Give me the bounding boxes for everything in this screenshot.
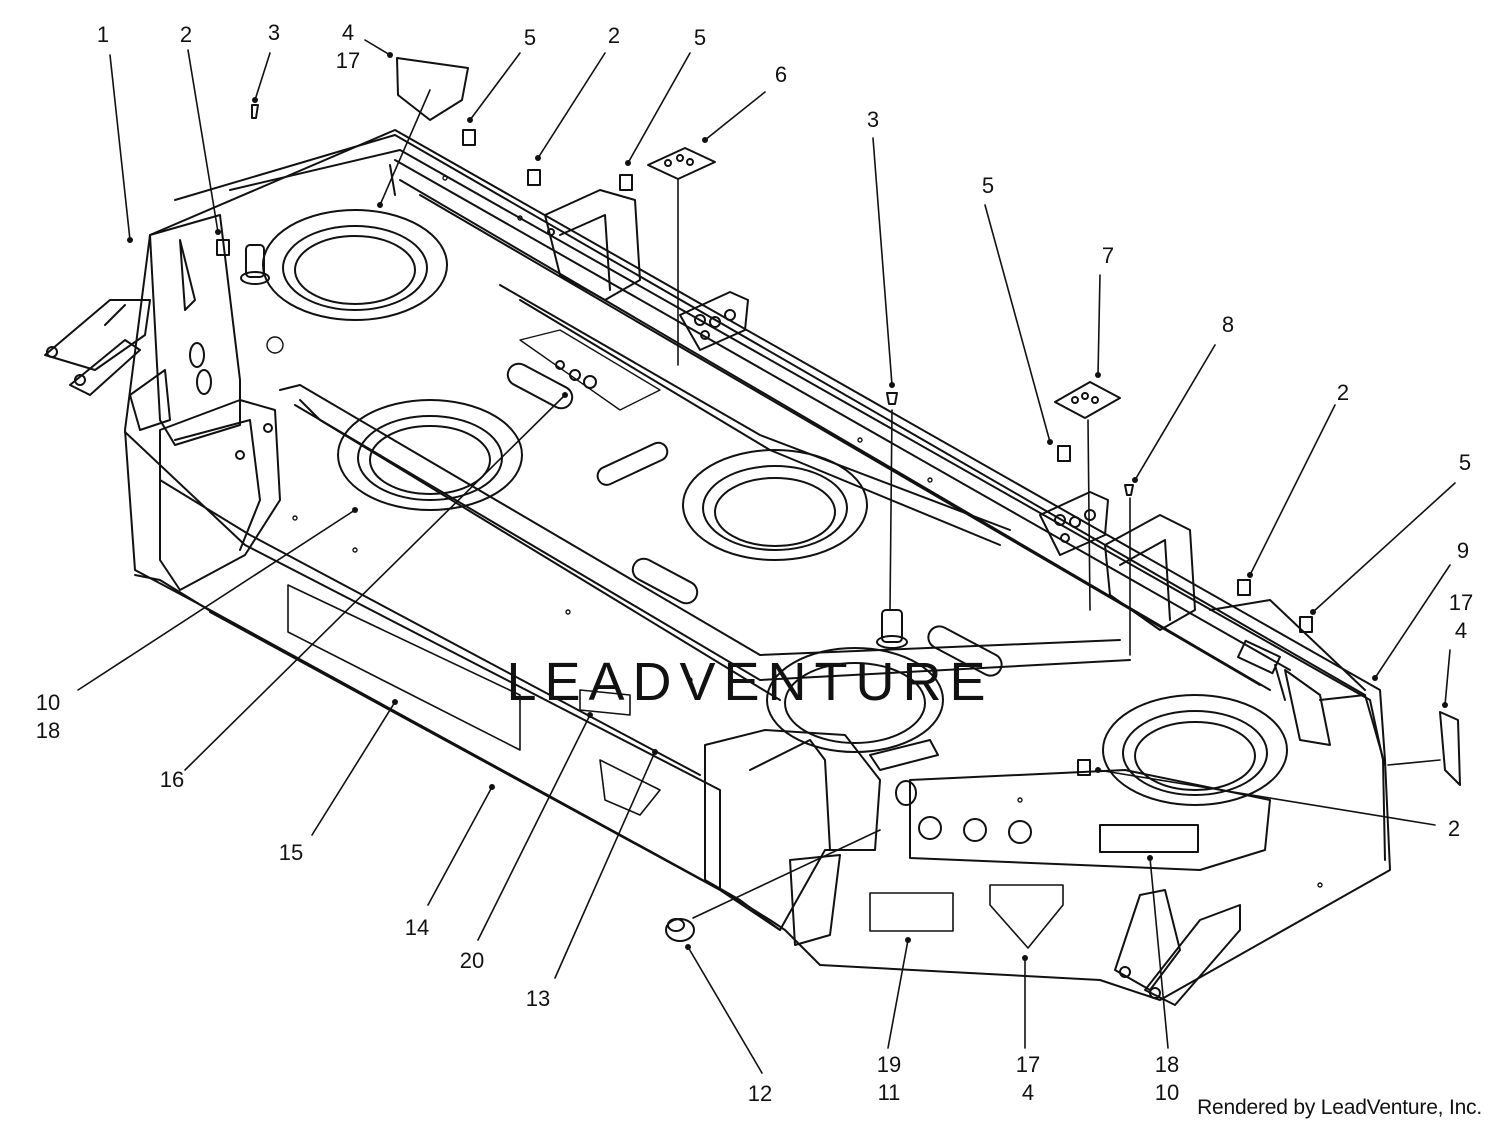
callout-c20: 20 — [460, 948, 484, 973]
callout-line: 2 — [1337, 380, 1349, 405]
callout-line: 10 — [1155, 1080, 1179, 1105]
callout-line: 10 — [36, 690, 60, 715]
callout-c9: 9 — [1457, 538, 1469, 563]
blade-housing-right — [1102, 694, 1288, 806]
callout-line: 7 — [1102, 243, 1114, 268]
callout-c6: 6 — [775, 62, 787, 87]
callout-line: 5 — [524, 25, 536, 50]
callout-c16: 16 — [160, 767, 184, 792]
deck-shell — [124, 129, 1391, 1001]
callout-line: 3 — [867, 107, 879, 132]
adjustment-slots — [506, 362, 1003, 677]
callout-line: 3 — [268, 20, 280, 45]
callout-line: 4 — [1022, 1080, 1034, 1105]
callout-c5b: 5 — [694, 25, 706, 50]
callout-line: 16 — [160, 767, 184, 792]
callout-c2b: 2 — [608, 23, 620, 48]
callout-c5c: 5 — [982, 173, 994, 198]
blade-housing-left-front — [337, 399, 523, 511]
callout-line: 4 — [1455, 618, 1467, 643]
callout-c8: 8 — [1222, 312, 1234, 337]
callout-c3b: 3 — [867, 107, 879, 132]
left-hanger-bracket — [44, 299, 151, 396]
leader-lines — [77, 39, 1456, 1074]
callout-c14: 14 — [405, 915, 429, 940]
callout-line: 5 — [694, 25, 706, 50]
callout-line: 5 — [1459, 450, 1471, 475]
callout-line: 2 — [180, 22, 192, 47]
anti-scalp-plate-mid — [1039, 491, 1109, 556]
callout-line: 19 — [877, 1052, 901, 1077]
blade-housing-left-rear — [262, 209, 448, 321]
callout-line: 9 — [1457, 538, 1469, 563]
anti-scalp-plate-rear — [679, 291, 749, 351]
rear-bracket-right — [1104, 514, 1196, 631]
callout-line: 6 — [775, 62, 787, 87]
callout-line: 5 — [982, 173, 994, 198]
callout-c5a: 5 — [524, 25, 536, 50]
rear-rail — [389, 159, 1291, 701]
callout-line: 18 — [36, 718, 60, 743]
callout-line: 17 — [1449, 590, 1473, 615]
deck-holes — [266, 175, 1323, 888]
callout-line: 17 — [336, 48, 360, 73]
right-hanger-bracket — [1114, 889, 1241, 1006]
callout-line: 15 — [279, 840, 303, 865]
left-side-panel — [129, 214, 281, 591]
callout-line: 8 — [1222, 312, 1234, 337]
callout-c1: 1 — [97, 22, 109, 47]
callout-c3a: 3 — [268, 20, 280, 45]
callout-line: 13 — [526, 986, 550, 1011]
leader-arrowheads — [127, 52, 1448, 961]
callout-c2d: 2 — [1448, 816, 1460, 841]
callout-c7: 7 — [1102, 243, 1114, 268]
callout-c2a: 2 — [180, 22, 192, 47]
loose-parts — [216, 57, 1461, 942]
right-front-panel — [909, 769, 1271, 871]
callout-line: 18 — [1155, 1052, 1179, 1077]
right-side-shell — [1209, 599, 1386, 766]
callout-c15: 15 — [279, 840, 303, 865]
watermark: LEADVENTURE — [506, 652, 993, 712]
callout-c5d: 5 — [1459, 450, 1471, 475]
callout-c2c: 2 — [1337, 380, 1349, 405]
rear-bracket-left — [544, 189, 641, 301]
callout-line: 14 — [405, 915, 429, 940]
callout-line: 17 — [1016, 1052, 1040, 1077]
callout-line: 20 — [460, 948, 484, 973]
callout-line: 2 — [1448, 816, 1460, 841]
callout-line: 11 — [878, 1080, 901, 1105]
callout-c13: 13 — [526, 986, 550, 1011]
callout-line: 1 — [97, 22, 109, 47]
right-front-corner — [704, 729, 881, 946]
blade-housing-center-front — [766, 647, 944, 753]
blade-housing-center — [682, 449, 868, 561]
callout-c12: 12 — [748, 1081, 772, 1106]
credit-text: Rendered by LeadVenture, Inc. — [1197, 1096, 1482, 1119]
front-decals — [287, 584, 1064, 949]
callout-line: 2 — [608, 23, 620, 48]
callout-line: 12 — [748, 1081, 772, 1106]
callout-line: 4 — [342, 20, 354, 45]
